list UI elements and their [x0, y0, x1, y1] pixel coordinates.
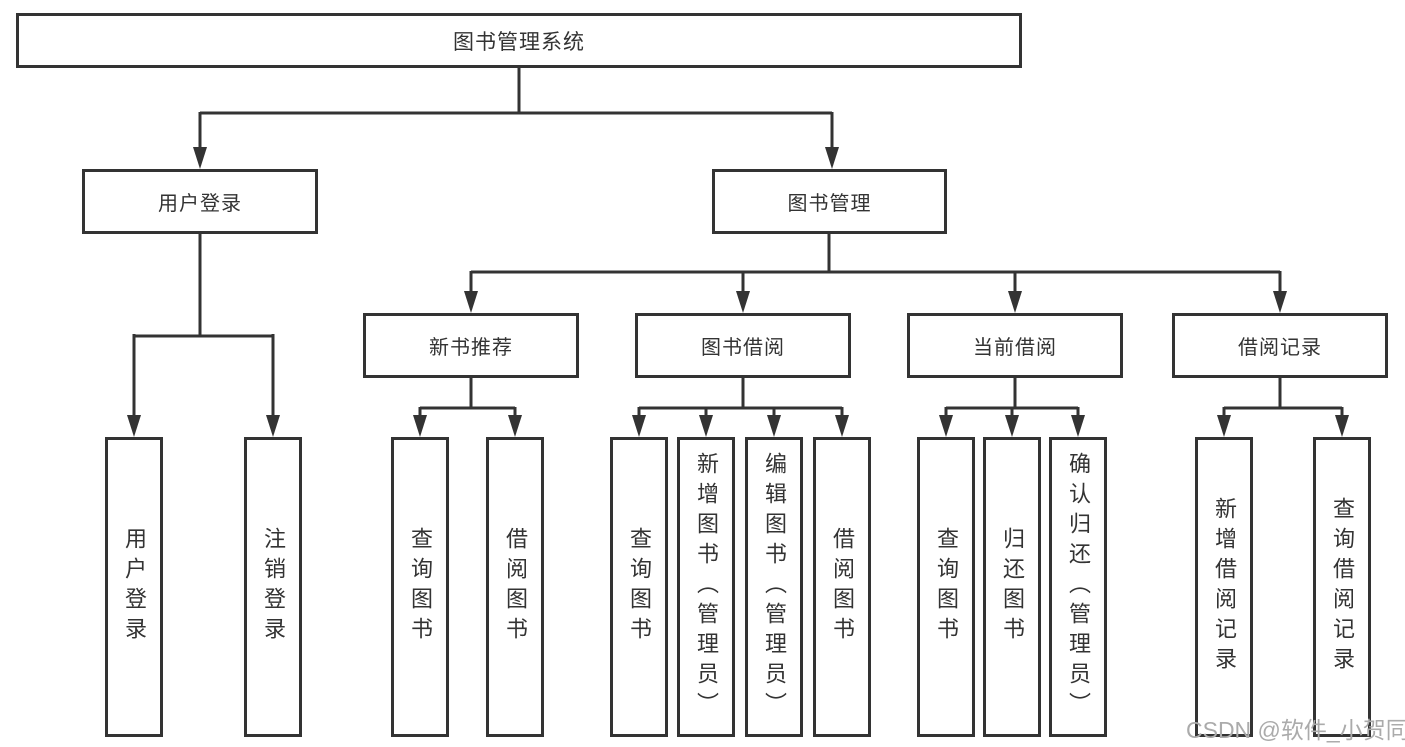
node-new-book-recommendation: 新书推荐 — [363, 313, 579, 378]
node-label: 查询图书 — [934, 527, 959, 647]
node-library-management-system: 图书管理系统 — [16, 13, 1022, 68]
leaf-edit-books-admin: 编辑图书（管理员） — [745, 437, 803, 737]
leaf-query-books-2: 查询图书 — [610, 437, 668, 737]
node-label: 归还图书 — [1000, 527, 1025, 647]
node-label: 当前借阅 — [973, 337, 1057, 359]
node-book-borrowing: 图书借阅 — [635, 313, 851, 378]
node-label: 查询图书 — [627, 527, 652, 647]
node-label: 编辑图书（管理员） — [762, 452, 787, 722]
node-user-login: 用户登录 — [82, 169, 318, 234]
node-label: 查询借阅记录 — [1330, 497, 1355, 677]
node-label: 查询图书 — [408, 527, 433, 647]
node-book-management: 图书管理 — [712, 169, 947, 234]
node-label: 图书管理系统 — [453, 30, 585, 54]
node-label: 注销登录 — [261, 527, 286, 647]
leaf-query-borrow-record: 查询借阅记录 — [1313, 437, 1371, 737]
node-label: 用户登录 — [158, 193, 242, 215]
node-label: 图书借阅 — [701, 337, 785, 359]
leaf-confirm-return-admin: 确认归还（管理员） — [1049, 437, 1107, 737]
node-label: 借阅图书 — [503, 527, 528, 647]
node-label: 图书管理 — [787, 193, 872, 215]
node-label: 用户登录 — [122, 527, 147, 647]
node-label: 借阅图书 — [830, 527, 855, 647]
node-label: 确认归还（管理员） — [1066, 452, 1091, 722]
leaf-logout: 注销登录 — [244, 437, 302, 737]
leaf-borrow-books-2: 借阅图书 — [813, 437, 871, 737]
leaf-borrow-books-1: 借阅图书 — [486, 437, 544, 737]
leaf-user-login: 用户登录 — [105, 437, 163, 737]
leaf-add-books-admin: 新增图书（管理员） — [677, 437, 735, 737]
leaf-query-books-1: 查询图书 — [391, 437, 449, 737]
node-current-borrowing: 当前借阅 — [907, 313, 1123, 378]
leaf-add-borrow-record: 新增借阅记录 — [1195, 437, 1253, 737]
node-label: 借阅记录 — [1238, 337, 1322, 359]
csdn-watermark: CSDN @软件_小贺同学 — [1186, 717, 1405, 743]
node-label: 新书推荐 — [429, 337, 513, 359]
node-label: 新增图书（管理员） — [694, 452, 719, 722]
leaf-query-books-3: 查询图书 — [917, 437, 975, 737]
node-borrowing-records: 借阅记录 — [1172, 313, 1388, 378]
leaf-return-books: 归还图书 — [983, 437, 1041, 737]
node-label: 新增借阅记录 — [1212, 497, 1237, 677]
